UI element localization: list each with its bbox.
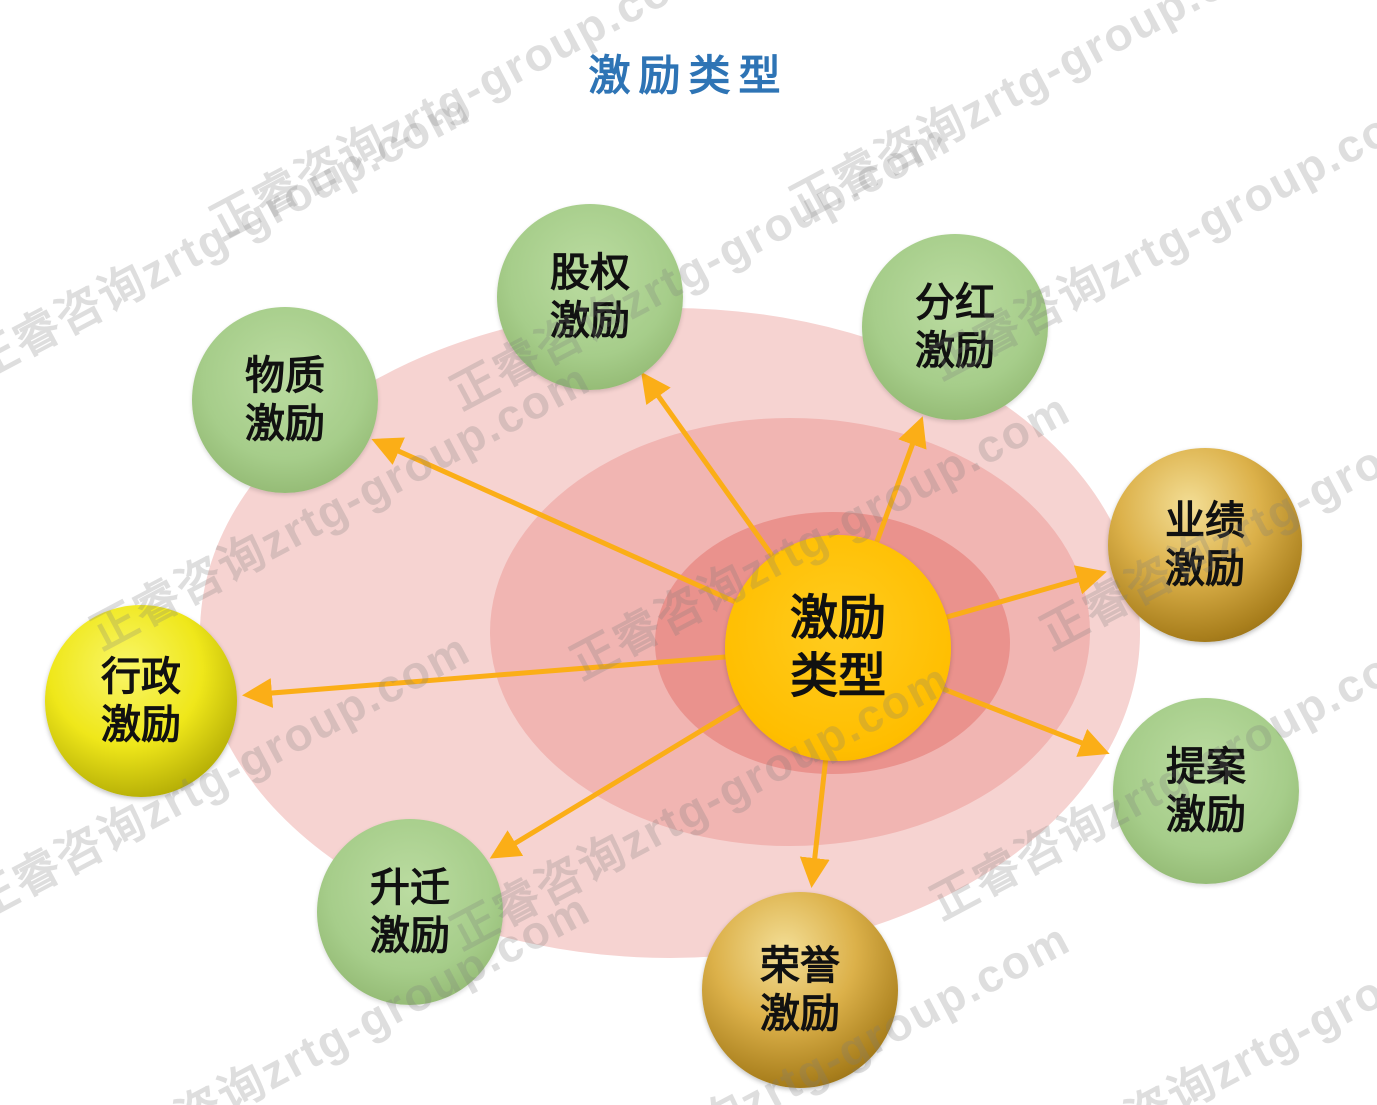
node-performance-incentive: 业绩 激励 [1108, 448, 1302, 642]
center-label-line: 类型 [789, 650, 886, 703]
node-label-line: 激励 [1166, 793, 1246, 837]
node-label-line: 激励 [101, 703, 181, 747]
node-admin-incentive: 行政 激励 [45, 605, 237, 797]
node-label-line: 升迁 [370, 866, 450, 910]
node-label-line: 股权 [550, 251, 630, 295]
node-label-line: 行政 [101, 655, 181, 699]
node-label-line: 物质 [245, 354, 325, 398]
node-promotion-incentive: 升迁 激励 [317, 819, 503, 1005]
node-label-line: 激励 [370, 914, 450, 958]
node-label-line: 激励 [760, 992, 840, 1036]
node-label-line: 激励 [550, 299, 630, 343]
node-label-line: 激励 [245, 402, 325, 446]
diagram-title: 激励类型 [588, 52, 789, 99]
node-honor-incentive: 荣誉 激励 [702, 892, 898, 1088]
node-material-incentive: 物质 激励 [192, 307, 378, 493]
node-center-incentive-types: 激励 类型 [725, 535, 951, 761]
node-label-line: 提案 [1166, 745, 1246, 789]
node-proposal-incentive: 提案 激励 [1113, 698, 1299, 884]
node-label-line: 激励 [915, 329, 995, 373]
node-label-line: 分红 [915, 281, 995, 325]
node-equity-incentive: 股权 激励 [497, 204, 683, 390]
node-label-line: 激励 [1165, 547, 1245, 591]
node-label-line: 业绩 [1165, 499, 1245, 543]
node-dividend-incentive: 分红 激励 [862, 234, 1048, 420]
node-label-line: 荣誉 [760, 944, 840, 988]
center-label-line: 激励 [789, 592, 886, 646]
